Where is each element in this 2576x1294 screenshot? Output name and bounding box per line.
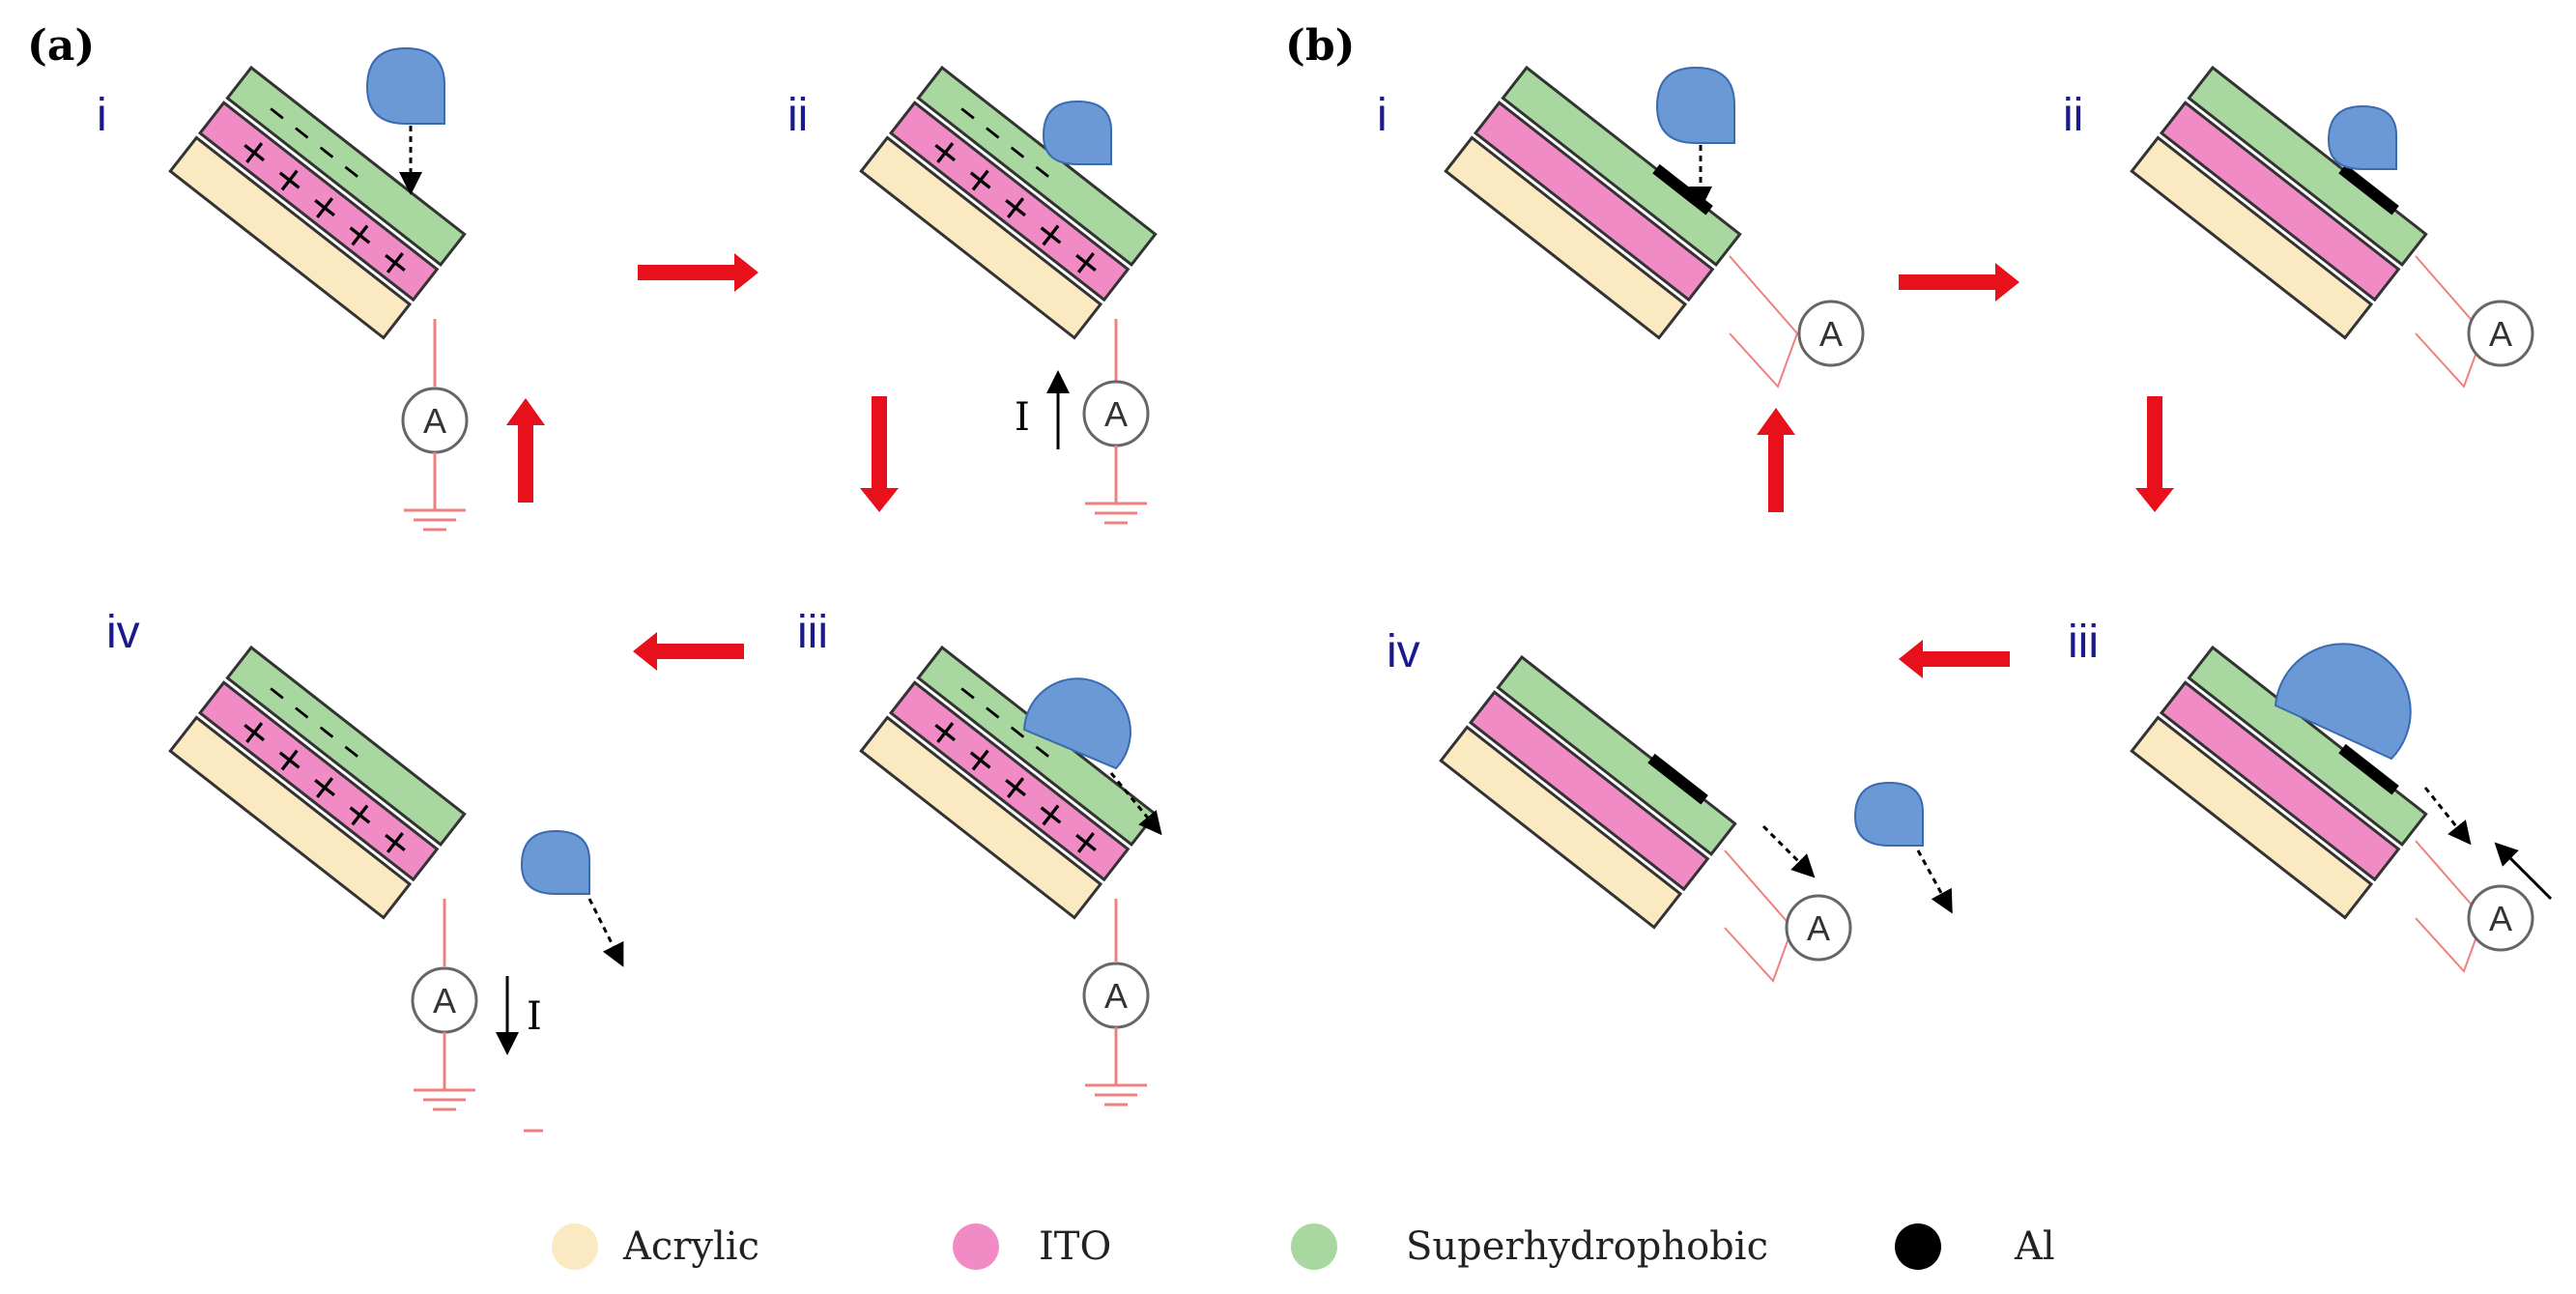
svg-text:Al: Al xyxy=(2014,1224,2055,1269)
step-a-i: i xyxy=(97,90,107,141)
svg-text:A: A xyxy=(1819,314,1843,354)
plate-a-iii: – – – – + + + + + xyxy=(859,646,1158,920)
legend-item-al: Al xyxy=(1895,1223,2055,1270)
ammeter-b-iv: A xyxy=(1785,894,1852,962)
legend-item-ito: ITO xyxy=(953,1223,1111,1270)
droplet-b-ii xyxy=(2327,104,2397,170)
svg-text:A: A xyxy=(1807,908,1830,948)
svg-text:A: A xyxy=(423,401,446,441)
arrow-b-iv-i xyxy=(1768,435,1784,512)
legend-item-superhydrophobic: Superhydrophobic xyxy=(1291,1223,1768,1270)
ammeter-a-iii: A xyxy=(1082,962,1150,1029)
droplet-b-i xyxy=(1655,66,1735,144)
step-b-ii: ii xyxy=(2063,90,2083,141)
panel-a-label: (a) xyxy=(27,21,95,71)
arrow-a-iii-iv xyxy=(657,644,744,659)
arrow-a-iv-i xyxy=(518,425,533,503)
panel-b-label: (b) xyxy=(1285,21,1355,71)
legend: Acrylic ITO Superhydrophobic Al xyxy=(552,1223,2055,1270)
svg-text:Acrylic: Acrylic xyxy=(622,1224,759,1269)
svg-text:Superhydrophobic: Superhydrophobic xyxy=(1406,1224,1768,1269)
arrow-a-ii-iii xyxy=(872,396,887,488)
ammeter-b-iii: A xyxy=(2467,884,2534,952)
droplet-a-iii xyxy=(1022,677,1131,770)
plate-a-iv: – – – – + + + + + xyxy=(168,646,467,920)
step-a-ii: ii xyxy=(787,90,808,141)
droplet-b-iv xyxy=(1853,781,1924,847)
legend-item-acrylic: Acrylic xyxy=(552,1223,759,1270)
ammeter-b-i: A xyxy=(1797,300,1865,367)
current-label-a-ii: I xyxy=(1015,395,1030,440)
current-label-a-iv: I xyxy=(527,994,542,1039)
ammeter-a-i: A xyxy=(401,387,469,454)
arrow-b-i-ii xyxy=(1899,274,1995,290)
step-a-iv: iv xyxy=(106,607,140,658)
svg-text:A: A xyxy=(2489,899,2512,938)
arrow-b-iii-iv xyxy=(1923,651,2010,667)
plate-a-ii: – – – – + + + + + xyxy=(859,66,1158,340)
plate-b-iii xyxy=(2130,646,2428,920)
droplet-b-iii xyxy=(2274,643,2412,761)
step-b-iv: iv xyxy=(1387,626,1420,677)
ammeter-a-ii: A xyxy=(1082,380,1150,447)
ammeter-a-iv: A xyxy=(411,966,478,1034)
arrow-b-ii-iii xyxy=(2147,396,2162,488)
step-b-iii: iii xyxy=(2068,617,2099,668)
svg-text:A: A xyxy=(2489,314,2512,354)
arrow-a-i-ii xyxy=(638,265,734,280)
svg-text:A: A xyxy=(433,981,456,1021)
plate-b-ii xyxy=(2130,66,2428,340)
droplet-a-i xyxy=(365,46,445,125)
plate-b-iv xyxy=(1439,655,1737,930)
droplet-a-ii xyxy=(1042,100,1112,165)
svg-text:ITO: ITO xyxy=(1039,1224,1111,1269)
ammeter-b-ii: A xyxy=(2467,300,2534,367)
svg-text:A: A xyxy=(1104,394,1128,434)
step-b-i: i xyxy=(1377,90,1388,141)
step-a-iii: iii xyxy=(797,607,828,658)
svg-text:A: A xyxy=(1104,976,1128,1016)
droplet-a-iv xyxy=(520,829,590,895)
